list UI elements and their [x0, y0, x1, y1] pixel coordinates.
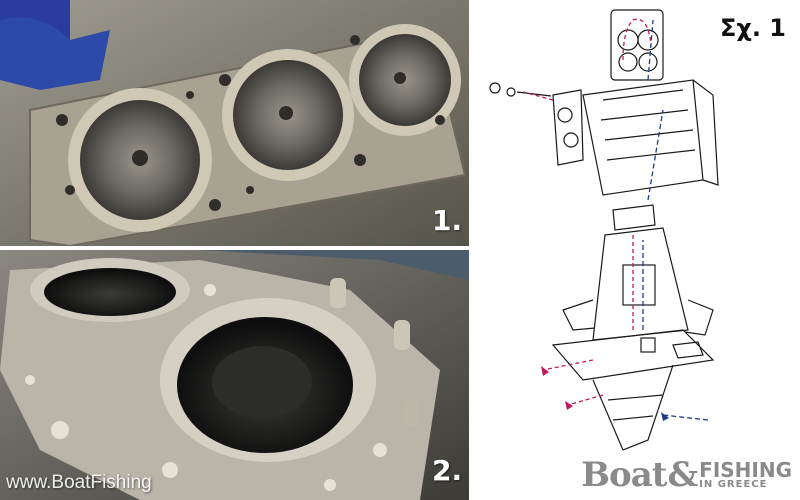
- corroded-cylinder-photo-art: [0, 250, 469, 500]
- figure-label: Σχ. 1: [719, 14, 786, 42]
- logo-fishing-text: FISHING: [699, 458, 792, 482]
- logo-greece-text: IN GREECE: [699, 479, 768, 490]
- photo-cylinder-head: 1.: [0, 0, 469, 246]
- website-watermark: www.BoatFishing: [6, 472, 152, 493]
- logo-right-block: FISHING IN GREECE: [699, 460, 792, 490]
- cooling-flow-diagram: Σχ. 1 Boat & FISHING IN GREECE: [473, 0, 800, 500]
- logo-ampersand: &: [667, 455, 699, 495]
- divider-vertical: [469, 0, 473, 500]
- logo-boat-text: Boat: [581, 455, 667, 495]
- divider-horizontal: [0, 246, 469, 250]
- cylinder-head-photo-art: [0, 0, 469, 246]
- photo-number-2: 2.: [432, 454, 463, 487]
- photo-corroded-cylinder: 2. www.BoatFishing: [0, 250, 469, 500]
- photo-number-1: 1.: [432, 204, 463, 237]
- boatfishing-logo: Boat & FISHING IN GREECE: [581, 458, 792, 492]
- outboard-exploded-drawing: [489, 9, 719, 451]
